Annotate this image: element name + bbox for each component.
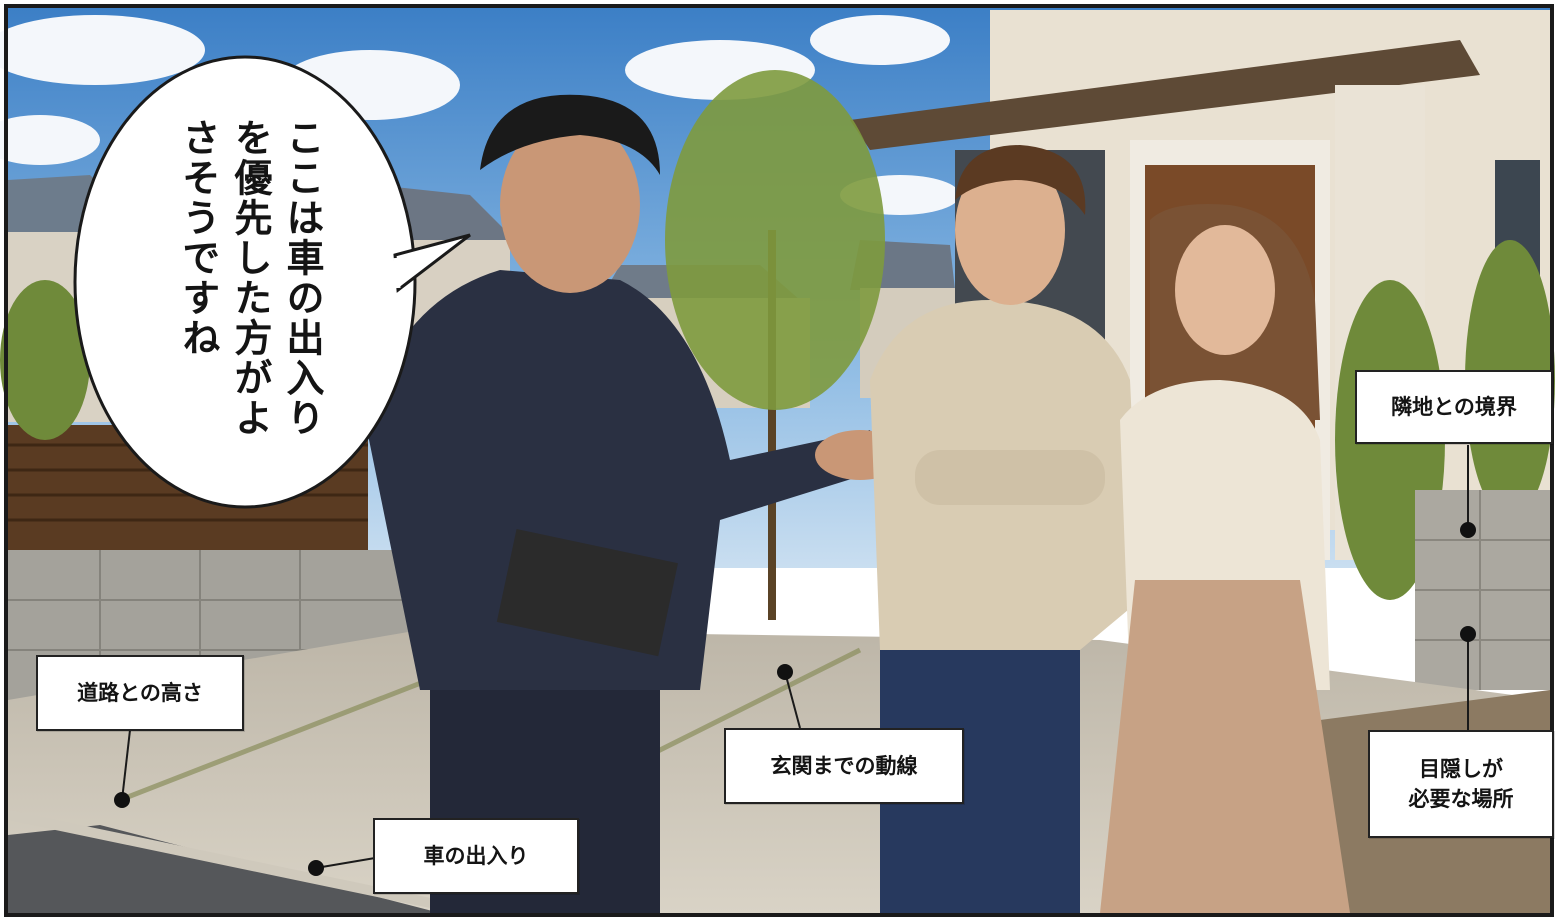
label-neighbor-boundary: 隣地との境界 [1355, 370, 1553, 444]
curb [6, 810, 442, 910]
wife-figure [1100, 204, 1350, 913]
road [8, 825, 440, 913]
label-road-height: 道路との高さ [36, 655, 244, 731]
label-privacy-screen: 目隠しが 必要な場所 [1368, 730, 1554, 838]
speech-bubble-text: ここは車の出入りを優先した方がよさそうですね [176, 118, 324, 438]
callout-leaders [121, 445, 1469, 869]
callout-dots [114, 522, 1476, 876]
panel-border [4, 4, 1554, 917]
label-car-access: 車の出入り [373, 818, 579, 894]
husband-figure [870, 145, 1140, 913]
block-wall-right [1415, 490, 1550, 690]
label-entrance-path: 玄関までの動線 [724, 728, 964, 804]
label-privacy-screen-line1: 目隠しが [1419, 757, 1503, 781]
speech-bubble-shape [73, 55, 471, 509]
young-tree [665, 70, 885, 620]
label-privacy-screen-line2: 必要な場所 [1408, 787, 1514, 811]
